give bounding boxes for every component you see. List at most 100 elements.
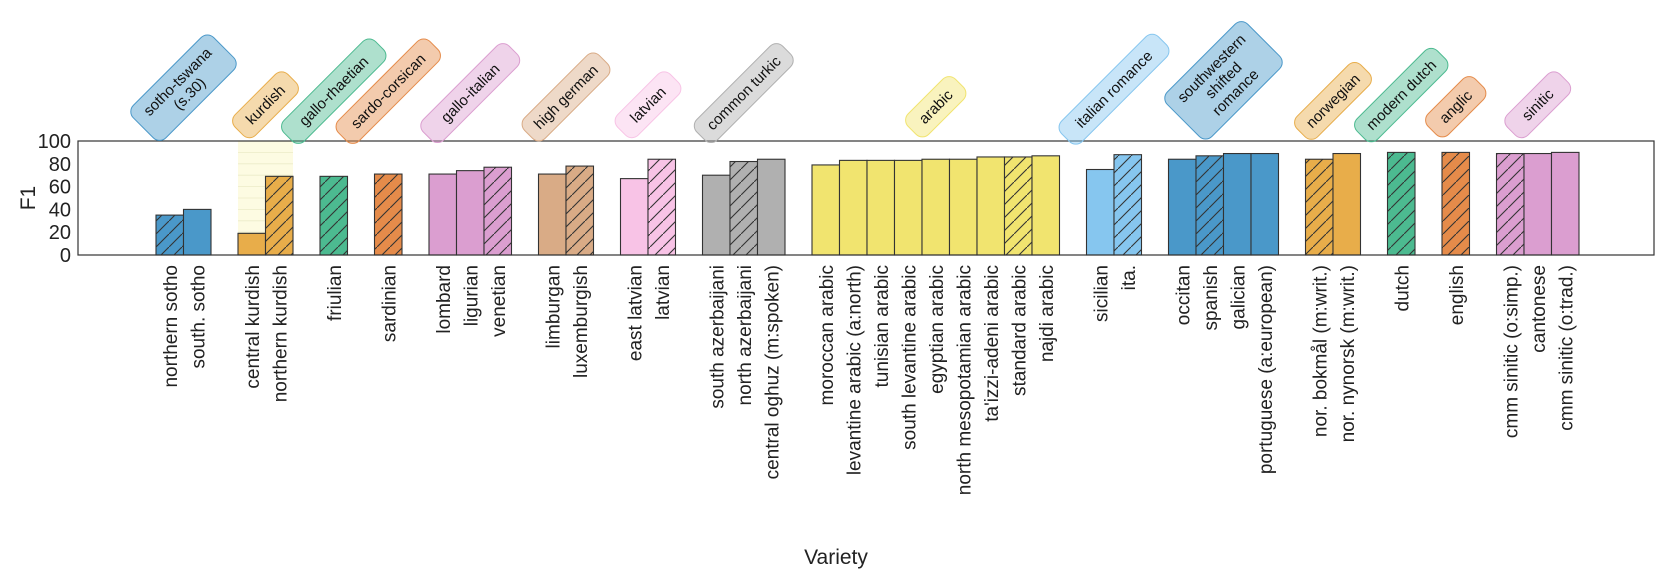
x-tick-label: cmm sinitic (o:trad.) — [1556, 265, 1577, 431]
x-tick-label: nor. bokmål (m:writ.) — [1310, 265, 1331, 437]
group-tag-sinitic: sinitic — [1504, 71, 1572, 139]
group-tag-label: gallo-italian — [438, 61, 504, 127]
group-tag-box — [232, 71, 299, 139]
y-tick-label: 100 — [38, 131, 71, 153]
x-tick-label: occitan — [1173, 265, 1194, 325]
x-tick-label: north mesopotamian arabic — [954, 265, 975, 495]
group-tag-box — [693, 43, 794, 144]
y-tick-label: 40 — [49, 199, 71, 221]
x-tick-label: south levantine arabic — [899, 265, 920, 450]
group-tag-box — [614, 71, 682, 139]
bar-central-oghuz-m-spoken — [756, 158, 786, 256]
group-tag-box — [905, 76, 967, 138]
x-tick-label: ta'izzi-adeni arabic — [982, 265, 1003, 422]
x-tick-label: standard arabic — [1009, 265, 1030, 396]
bar-occitan — [1167, 158, 1197, 256]
bar-east-latvian — [619, 178, 649, 256]
x-tick-label: portuguese (a:european) — [1256, 265, 1277, 474]
group-tag-box — [1058, 33, 1170, 145]
bar-levantine-arabic-a-north — [838, 159, 868, 256]
group-tag-box — [1504, 71, 1572, 139]
bar-sicilian — [1085, 168, 1115, 256]
bar-hatch-northern-sotho — [156, 215, 184, 255]
group-tag-label: italian romance — [1072, 48, 1156, 132]
x-tick-label: ligurian — [461, 265, 482, 326]
bar-south-azerbaijani — [701, 174, 731, 256]
x-tick-label: south. sotho — [188, 265, 209, 369]
y-tick-label: 0 — [60, 245, 71, 267]
x-tick-label: northern sotho — [161, 265, 182, 388]
x-tick-label: south azerbaijani — [707, 265, 728, 409]
x-tick-label: ita. — [1119, 265, 1140, 290]
x-tick-label: cantonese — [1529, 265, 1550, 353]
group-tag-box — [281, 38, 387, 144]
group-tag-southwestern-shifted-romance: southwesternshiftedromance — [1164, 21, 1283, 140]
x-tick-label: limburgan — [543, 265, 564, 348]
bar-galician — [1222, 152, 1252, 256]
bar-hatch-luxemburgish — [566, 166, 594, 255]
x-tick-label: dutch — [1392, 265, 1413, 311]
bar-cantonese — [1523, 152, 1553, 256]
bar-egyptian-arabic — [921, 158, 951, 256]
x-tick-label: sardinian — [379, 265, 400, 342]
x-tick-label: friulian — [325, 265, 346, 321]
bar-ligurian — [455, 170, 485, 256]
y-tick-label: 60 — [49, 177, 71, 199]
bars-layer — [155, 151, 1580, 256]
bar-south-levantine-arabic — [893, 159, 923, 256]
bar-north-mesopotamian-arabic — [948, 158, 978, 256]
x-tick-label: luxemburgish — [571, 265, 592, 378]
bar-south-sotho — [182, 208, 212, 256]
group-tag-label: common turkic — [704, 53, 785, 134]
group-tag-box — [1294, 61, 1372, 140]
x-tick-label: najdi arabic — [1037, 265, 1058, 362]
bar-hatch-english — [1442, 152, 1470, 255]
x-tick-label: venetian — [489, 265, 510, 337]
x-tick-label: central kurdish — [243, 265, 264, 389]
x-tick-label: north azerbaijani — [735, 265, 756, 405]
bar-portuguese-a-european — [1250, 152, 1280, 256]
x-tick-label: lombard — [434, 265, 455, 334]
group-tag-box — [420, 43, 521, 144]
bar-hatch-spanish — [1196, 155, 1224, 255]
bar-hatch-friulian — [320, 176, 348, 255]
group-tag-box — [335, 38, 441, 144]
x-tick-label: latvian — [653, 265, 674, 320]
group-tag-sotho-tswana-s-30: sotho-tswana(s.30) — [130, 34, 237, 141]
group-tag-common-turkic: common turkic — [693, 43, 794, 144]
x-tick-label: central oghuz (m:spoken) — [762, 265, 783, 479]
x-tick-label: tunisian arabic — [872, 265, 893, 388]
bar-hatch-cmm-sinitic-o-simp — [1496, 153, 1524, 255]
bar-ta-izzi-adeni-arabic — [976, 156, 1006, 256]
bar-lombard — [428, 173, 458, 256]
bar-hatch-nor-bokm-l-m-writ — [1305, 159, 1333, 255]
group-tag-label: high german — [531, 62, 602, 133]
plot-frame — [77, 140, 1655, 256]
bar-hatch-ita — [1114, 154, 1142, 255]
group-tag-box — [1425, 76, 1487, 138]
group-tag-latvian: latvian — [614, 71, 682, 139]
x-axis-title: Variety — [804, 546, 868, 569]
bar-hatch-northern-kurdish — [265, 176, 293, 255]
x-tick-label: cmm sinitic (o:simp.) — [1501, 265, 1522, 438]
group-tag-box — [1354, 47, 1449, 143]
x-tick-label: east latvian — [625, 265, 646, 361]
x-tick-label: sicilian — [1091, 265, 1112, 322]
x-tick-label: levantine arabic (a:north) — [844, 265, 865, 475]
bar-najdi-arabic — [1031, 155, 1061, 256]
bar-nor-nynorsk-m-writ — [1332, 152, 1362, 256]
x-tick-label: nor. nynorsk (m:writ.) — [1338, 265, 1359, 442]
x-tick-label: northern kurdish — [270, 265, 291, 402]
group-tag-box — [521, 52, 611, 142]
bar-tunisian-arabic — [866, 159, 896, 256]
bar-moroccan-arabic — [811, 164, 841, 256]
y-tick-label: 80 — [49, 154, 71, 176]
bar-hatch-north-azerbaijani — [730, 161, 758, 255]
x-tick-label: galician — [1228, 265, 1249, 329]
bar-hatch-sardinian — [374, 174, 402, 255]
group-tag-box — [1164, 21, 1283, 140]
group-tag-high-german: high german — [521, 52, 611, 142]
x-tick-label: spanish — [1201, 265, 1222, 331]
